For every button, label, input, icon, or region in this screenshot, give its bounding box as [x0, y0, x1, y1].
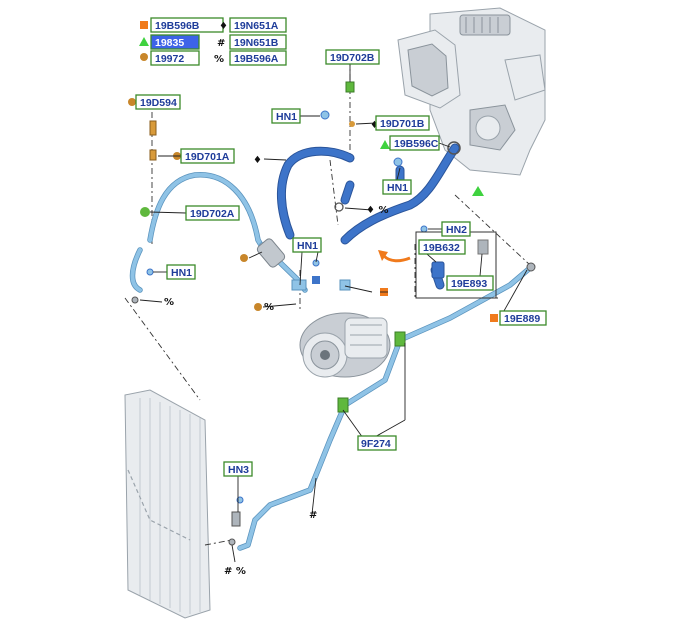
legend-code-19972: 19972: [155, 53, 184, 65]
fittings: [128, 81, 536, 546]
brown-circle-icon: [140, 53, 148, 61]
hvac-housing: [397, 7, 546, 176]
diamond-symbol: ♦: [253, 155, 262, 166]
legend-code-19B596B: 19B596B: [155, 20, 200, 32]
percent-symbol-2: %: [264, 302, 274, 313]
symbols: ♦ ♦ % % % # # % ♦: [164, 120, 388, 577]
hash-symbol: #: [309, 510, 317, 521]
callout-19D594: 19D594: [140, 97, 177, 109]
callout-19B632: 19B632: [423, 242, 460, 254]
orange-arrowhead-icon: [378, 250, 388, 261]
callout-19E889: 19E889: [504, 313, 540, 325]
callout-hn3: HN3: [228, 464, 249, 476]
legend-code-19835: 19835: [155, 37, 184, 49]
diamond-percent-symbol: ♦ %: [366, 205, 388, 216]
legend-code-19N651A: 19N651A: [234, 20, 279, 32]
diamond-symbol-2: ♦: [370, 120, 379, 131]
callout-19D701A: 19D701A: [185, 151, 230, 163]
callout-hn1-left: HN1: [171, 267, 192, 279]
percent-symbol-1: %: [164, 297, 174, 308]
callout-hn1-right: HN1: [387, 182, 408, 194]
orange-arrow-icon: [382, 254, 411, 263]
callout-19D702B: 19D702B: [330, 52, 375, 64]
legend-percent-glyph: %: [214, 54, 224, 65]
callout-19B596C: 19B596C: [394, 138, 439, 150]
callout-9F274: 9F274: [361, 438, 391, 450]
callout-hn2: HN2: [446, 224, 467, 236]
callouts: 19D594 19D701A 19D702A HN1 HN1 19D702B 1…: [135, 49, 547, 477]
legend: 19B596B 19835 19972 ♦ 19N651A # 19N651B …: [139, 17, 287, 66]
legend-diamond-glyph: ♦: [219, 21, 228, 32]
legend-code-19N651B: 19N651B: [234, 37, 279, 49]
green-triangle-icon: [139, 37, 149, 46]
callout-hn1-top: HN1: [276, 111, 297, 123]
legend-code-19B596A: 19B596A: [234, 53, 279, 65]
compressor: [299, 312, 391, 378]
condenser: [124, 389, 211, 619]
callout-hn1-center: HN1: [297, 240, 318, 252]
callout-19E893: 19E893: [451, 278, 487, 290]
orange-square-icon: [140, 21, 148, 29]
callout-19D702A: 19D702A: [190, 208, 235, 220]
hash-percent-symbol: # %: [224, 566, 246, 577]
legend-hash-glyph: #: [217, 38, 225, 49]
suction-lines: [276, 143, 460, 290]
callout-19D701B: 19D701B: [380, 118, 425, 130]
